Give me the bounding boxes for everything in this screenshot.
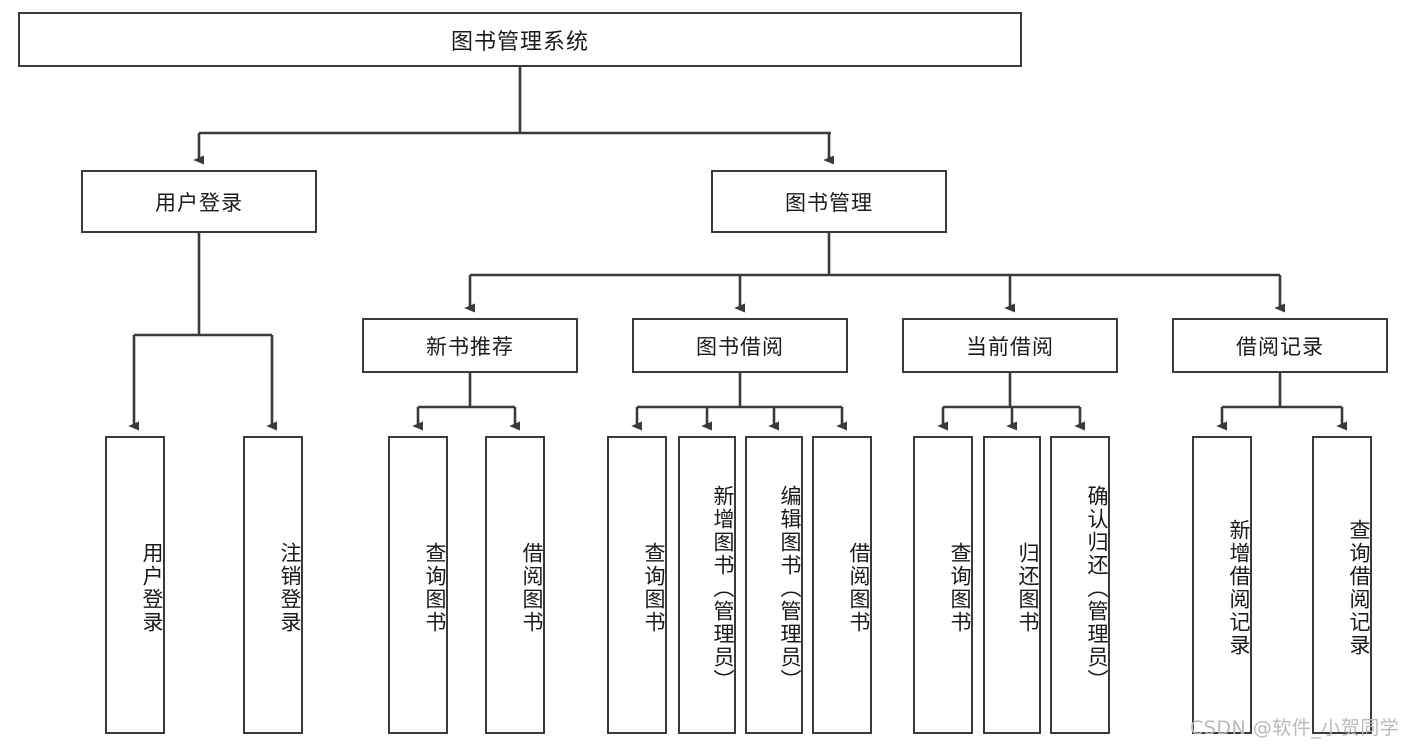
node-leaf-return-book[interactable]: 归还图书: [983, 436, 1041, 734]
watermark-text: CSDN @软件_小贺同学: [1190, 717, 1400, 739]
node-leaf-user-logout[interactable]: 注销登录: [243, 436, 303, 734]
node-leaf-add-book-admin-label: 新增图书（管理员）: [711, 484, 735, 692]
node-leaf-borrow-book-rec[interactable]: 借阅图书: [485, 436, 545, 734]
node-leaf-query-borrow-rec-label: 查询借阅记录: [1347, 519, 1371, 657]
node-leaf-query-borrow-rec[interactable]: 查询借阅记录: [1312, 436, 1372, 734]
node-leaf-user-login-label: 用户登录: [140, 542, 164, 634]
node-current-borrow[interactable]: 当前借阅: [902, 318, 1118, 373]
node-current-borrow-label: 当前借阅: [966, 334, 1054, 359]
watermark: CSDN @软件_小贺同学: [1190, 713, 1399, 740]
node-borrow-record-label: 借阅记录: [1236, 334, 1324, 359]
node-user-login-label: 用户登录: [155, 190, 243, 215]
node-leaf-edit-book-admin[interactable]: 编辑图书（管理员）: [745, 436, 803, 734]
node-leaf-add-borrow-record[interactable]: 新增借阅记录: [1192, 436, 1252, 734]
node-leaf-return-book-label: 归还图书: [1016, 542, 1040, 634]
node-new-book-rec-label: 新书推荐: [426, 334, 514, 359]
node-book-borrow[interactable]: 图书借阅: [632, 318, 848, 373]
node-leaf-borrow-book-bor-label: 借阅图书: [847, 542, 871, 634]
node-leaf-confirm-return-label: 确认归还（管理员）: [1085, 484, 1109, 692]
node-root-label: 图书管理系统: [450, 29, 589, 55]
node-leaf-query-book-rec[interactable]: 查询图书: [388, 436, 448, 734]
node-leaf-add-borrow-record-label: 新增借阅记录: [1227, 519, 1251, 657]
node-leaf-user-login[interactable]: 用户登录: [105, 436, 165, 734]
node-leaf-borrow-book-rec-label: 借阅图书: [520, 542, 544, 634]
node-book-manage-label: 图书管理: [785, 190, 873, 215]
node-leaf-add-book-admin[interactable]: 新增图书（管理员）: [678, 436, 736, 734]
node-leaf-query-book-bor-label: 查询图书: [642, 542, 666, 634]
node-book-manage[interactable]: 图书管理: [711, 170, 947, 233]
node-leaf-confirm-return[interactable]: 确认归还（管理员）: [1050, 436, 1110, 734]
node-user-login[interactable]: 用户登录: [81, 170, 317, 233]
node-root[interactable]: 图书管理系统: [18, 12, 1022, 67]
node-leaf-user-logout-label: 注销登录: [278, 542, 302, 634]
node-leaf-query-book-cur-label: 查询图书: [948, 542, 972, 634]
node-book-borrow-label: 图书借阅: [696, 334, 784, 359]
node-borrow-record[interactable]: 借阅记录: [1172, 318, 1388, 373]
node-leaf-edit-book-admin-label: 编辑图书（管理员）: [778, 484, 802, 692]
node-leaf-query-book-bor[interactable]: 查询图书: [607, 436, 667, 734]
node-new-book-rec[interactable]: 新书推荐: [362, 318, 578, 373]
node-leaf-borrow-book-bor[interactable]: 借阅图书: [812, 436, 872, 734]
node-leaf-query-book-cur[interactable]: 查询图书: [913, 436, 973, 734]
node-leaf-query-book-rec-label: 查询图书: [423, 542, 447, 634]
